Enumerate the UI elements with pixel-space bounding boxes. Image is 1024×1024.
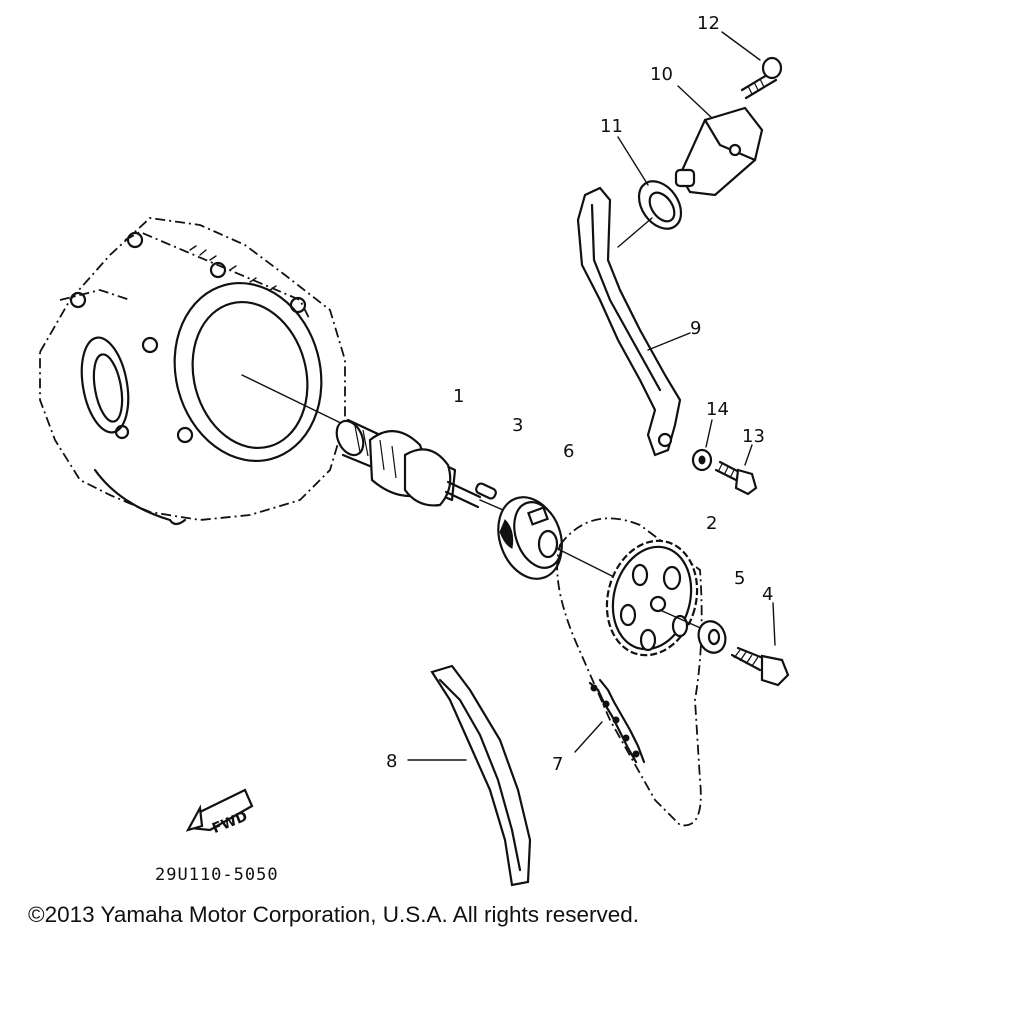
callout-10: 10 xyxy=(650,64,673,85)
tensioner-bolt xyxy=(721,31,783,100)
chain-tensioner-assembly xyxy=(674,85,764,197)
washer-14 xyxy=(691,419,713,472)
camshaft-axis-line xyxy=(241,374,346,426)
decompressor-collar xyxy=(497,496,613,580)
copyright-notice: ©2013 Yamaha Motor Corporation, U.S.A. A… xyxy=(28,902,640,927)
forward-direction-arrow: FWD xyxy=(185,788,254,837)
callout-11: 11 xyxy=(600,116,623,137)
cam-sprocket xyxy=(605,539,706,657)
callout-9: 9 xyxy=(690,318,701,339)
callout-3: 3 xyxy=(512,415,523,436)
tensioner-gasket xyxy=(617,136,683,248)
sprocket-bolt xyxy=(730,602,790,687)
callout-12: 12 xyxy=(697,13,720,34)
drawing-code: 29U110-5050 xyxy=(155,865,279,885)
chain-tensioner-guide-9 xyxy=(576,186,691,457)
washer-5 xyxy=(697,620,727,654)
callout-14: 14 xyxy=(706,399,729,420)
callout-6: 6 xyxy=(563,441,574,462)
callout-2: 2 xyxy=(706,513,717,534)
callout-1: 1 xyxy=(453,386,464,407)
callout-4: 4 xyxy=(762,584,773,605)
camshaft xyxy=(335,418,482,509)
chain-guide-8 xyxy=(407,664,532,887)
callout-13: 13 xyxy=(742,426,765,447)
cam-chain-loop xyxy=(556,517,703,827)
dowel-pin xyxy=(475,482,511,514)
callout-7: 7 xyxy=(552,754,563,775)
callout-5: 5 xyxy=(734,568,745,589)
callout-8: 8 xyxy=(386,751,397,772)
cylinder-head-outline xyxy=(39,217,346,526)
timing-chain xyxy=(574,678,646,764)
guide-bolt xyxy=(714,444,758,496)
